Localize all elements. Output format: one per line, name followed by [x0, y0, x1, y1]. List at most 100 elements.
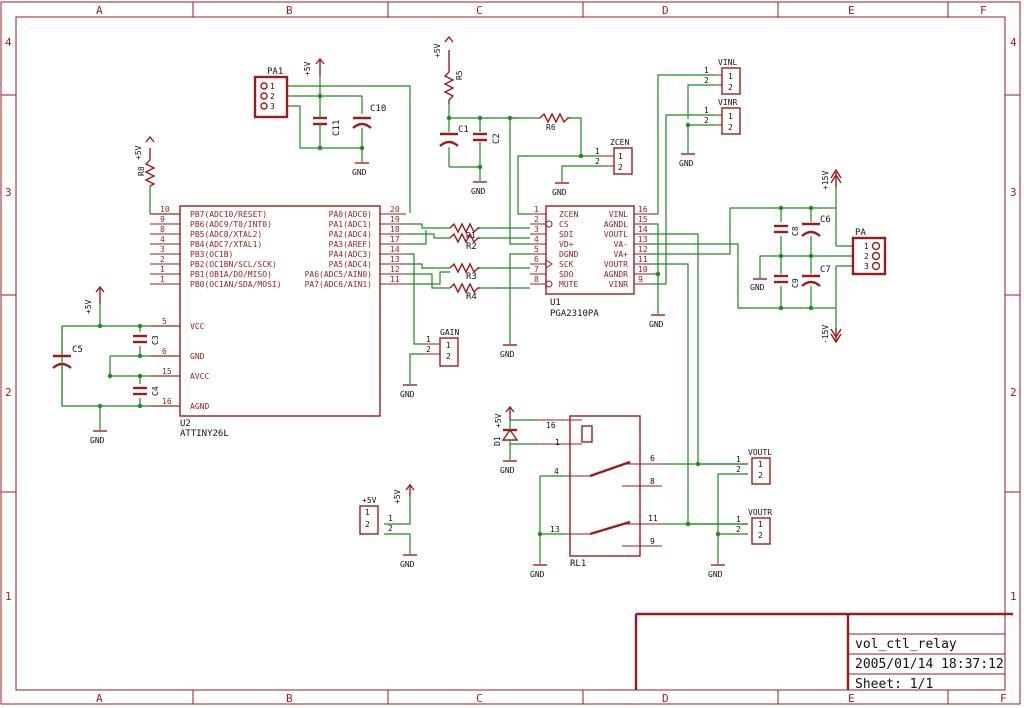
vinl-pin-1: 1	[728, 72, 733, 81]
u2-power-pin-num: 15	[162, 367, 172, 376]
r2-resistor[interactable]: R2	[449, 232, 480, 252]
rl1-pin-4: 4	[554, 467, 559, 476]
u2-right-pin-num: 14	[390, 245, 400, 254]
zcen-pin-1-num: 1	[595, 147, 600, 156]
zcen-label: ZCEN	[610, 138, 629, 147]
gnd-c1: GND	[471, 181, 487, 196]
m15v-label: -15V	[821, 325, 830, 344]
c10-capacitor[interactable]: C10	[352, 104, 386, 129]
c11-capacitor[interactable]: C11	[313, 112, 342, 136]
r6-label: R6	[546, 123, 556, 132]
vinl-header[interactable]: 1 2 1 2 VINL	[704, 58, 741, 95]
u2-attiny26l[interactable]: 10PB7(ADC10/RESET)9PB6(ADC9/T0/INT0)8PB5…	[150, 205, 406, 439]
c3-capacitor[interactable]: C3	[133, 334, 160, 345]
u1-pga2310pa[interactable]: 1ZCEN2CS3SDI4VD+5DGND6SCK7SDO8MUTE16VINL…	[530, 205, 649, 319]
gnd-c9-label: GND	[750, 283, 765, 292]
p5v-hdr-pin-1: 1	[365, 508, 370, 517]
u2-left-pin-num: 1	[160, 275, 165, 284]
voutr-pin-1: 1	[758, 520, 763, 529]
col-label-a-bottom: A	[96, 692, 103, 705]
d1-vcc-label: +5V	[494, 413, 503, 428]
u2-right-pin-num: 11	[390, 275, 400, 284]
u1-left-pin-num: 6	[534, 255, 539, 264]
u1-left-pin-label: MUTE	[559, 280, 578, 289]
p5v-hdr-vcc-label: +5V	[393, 489, 402, 504]
zcen-pin-2-num: 2	[595, 157, 600, 166]
gnd-c10-label: GND	[352, 168, 367, 177]
vinr-header[interactable]: 1 2 1 2 VINR	[704, 98, 741, 135]
col-label-d: D	[662, 4, 669, 17]
u1-left-pin-label: SDO	[559, 270, 574, 279]
gain-pin-1-num: 1	[426, 335, 431, 344]
pa-pin-3: 3	[864, 262, 869, 271]
gain-pin-2-num: 2	[426, 345, 431, 354]
u1-right-pin-num: 15	[638, 215, 648, 224]
voutl-header[interactable]: 1 2 1 2 VOUTL	[736, 448, 772, 485]
c2-capacitor[interactable]: C2	[473, 132, 502, 144]
pa1-connector[interactable]: 1 2 3 PA1	[253, 67, 289, 119]
rl1-relay[interactable]: 16 1 4 13 6 8 11 9 RL1	[540, 415, 662, 569]
zcen-header[interactable]: 1 2 1 2 ZCEN	[595, 138, 633, 175]
d1-diode[interactable]: +5V D1	[493, 405, 519, 446]
u1-right-pin-num: 16	[638, 205, 648, 214]
voutr-header[interactable]: 1 2 1 2 VOUTR	[736, 508, 772, 545]
u1-right-pin-label: VOUTL	[604, 230, 628, 239]
vcc-u2-label: +5V	[84, 299, 93, 314]
r1-resistor[interactable]: R1	[449, 222, 480, 240]
u1-right-pin-label: VA+	[614, 250, 629, 259]
u2-left-pin-label: PB4(ADC7/XTAL1)	[190, 240, 262, 249]
r8-label: R8	[137, 166, 146, 176]
p5v-header[interactable]: 1 2 1 2 +5V +5V	[359, 483, 415, 535]
vcc-u2-symbol: +5V	[84, 285, 105, 314]
gain-header[interactable]: 1 2 1 2 GAIN	[424, 328, 459, 367]
u1-left-pin-label: DGND	[559, 250, 578, 259]
c10-label: C10	[370, 104, 386, 114]
voutr-label: VOUTR	[748, 508, 772, 517]
vinl-pin-1-num: 1	[704, 66, 709, 75]
u2-left-pin-num: 3	[160, 245, 165, 254]
c8-capacitor[interactable]: C8	[774, 224, 800, 236]
c4-capacitor[interactable]: C4	[133, 386, 160, 396]
u1-left-pin-label: SDI	[559, 230, 574, 239]
voutl-label: VOUTL	[748, 448, 772, 457]
voutl-pin-2-num: 2	[736, 465, 741, 474]
r4-label: R4	[466, 292, 477, 302]
u1-right-pin-num: 13	[638, 235, 648, 244]
u2-name: U2	[180, 419, 191, 429]
gnd-c1-label: GND	[471, 187, 486, 196]
r8-resistor[interactable]: +5V R8	[134, 135, 156, 187]
d1-label: D1	[493, 436, 502, 446]
c4-label: C4	[151, 386, 160, 396]
r3-resistor[interactable]: R3	[449, 262, 480, 282]
gnd-d1: GND	[500, 460, 517, 475]
m15v-symbol: -15V	[821, 325, 842, 344]
u2-right-pin-label: PA5(ADC4)	[329, 260, 372, 269]
c7-capacitor[interactable]: C7	[801, 265, 831, 287]
u1-left-pin-num: 8	[534, 275, 539, 284]
r4-resistor[interactable]: R4	[449, 282, 480, 302]
r5-resistor[interactable]: +5V R5	[433, 35, 464, 104]
c6-capacitor[interactable]: C6	[801, 215, 831, 237]
u1-left-pin-num: 7	[534, 265, 539, 274]
voutr-pin-1-num: 1	[736, 515, 741, 524]
u2-right-pin-label: PA1(ADC1)	[329, 220, 372, 229]
c5-capacitor[interactable]: C5	[52, 326, 83, 406]
r6-resistor[interactable]: R6	[539, 112, 570, 132]
c1-capacitor[interactable]: C1	[439, 125, 469, 147]
gnd-u1: GND	[649, 314, 665, 329]
junctions	[97, 93, 814, 537]
c9-capacitor[interactable]: C9	[774, 274, 800, 288]
u2-power-pin-label: AVCC	[190, 372, 209, 381]
col-label-c-bottom: C	[476, 692, 483, 705]
vcc-pa1-label: +5V	[303, 61, 312, 76]
u1-name: U1	[550, 298, 561, 308]
vinl-label: VINL	[718, 58, 737, 67]
u2-value: ATTINY26L	[180, 429, 229, 439]
u2-right-pin-label: PA0(ADC0)	[329, 210, 372, 219]
u1-right-pin-num: 9	[638, 275, 643, 284]
u2-left-pin-label: PB1(OB1A/DO/MISO)	[190, 270, 272, 279]
gnd-gain: GND	[400, 384, 417, 399]
voutr-pin-2-num: 2	[736, 525, 741, 534]
u1-right-pin-num: 12	[638, 245, 648, 254]
pa-connector[interactable]: 1 2 3 PA	[851, 228, 887, 276]
